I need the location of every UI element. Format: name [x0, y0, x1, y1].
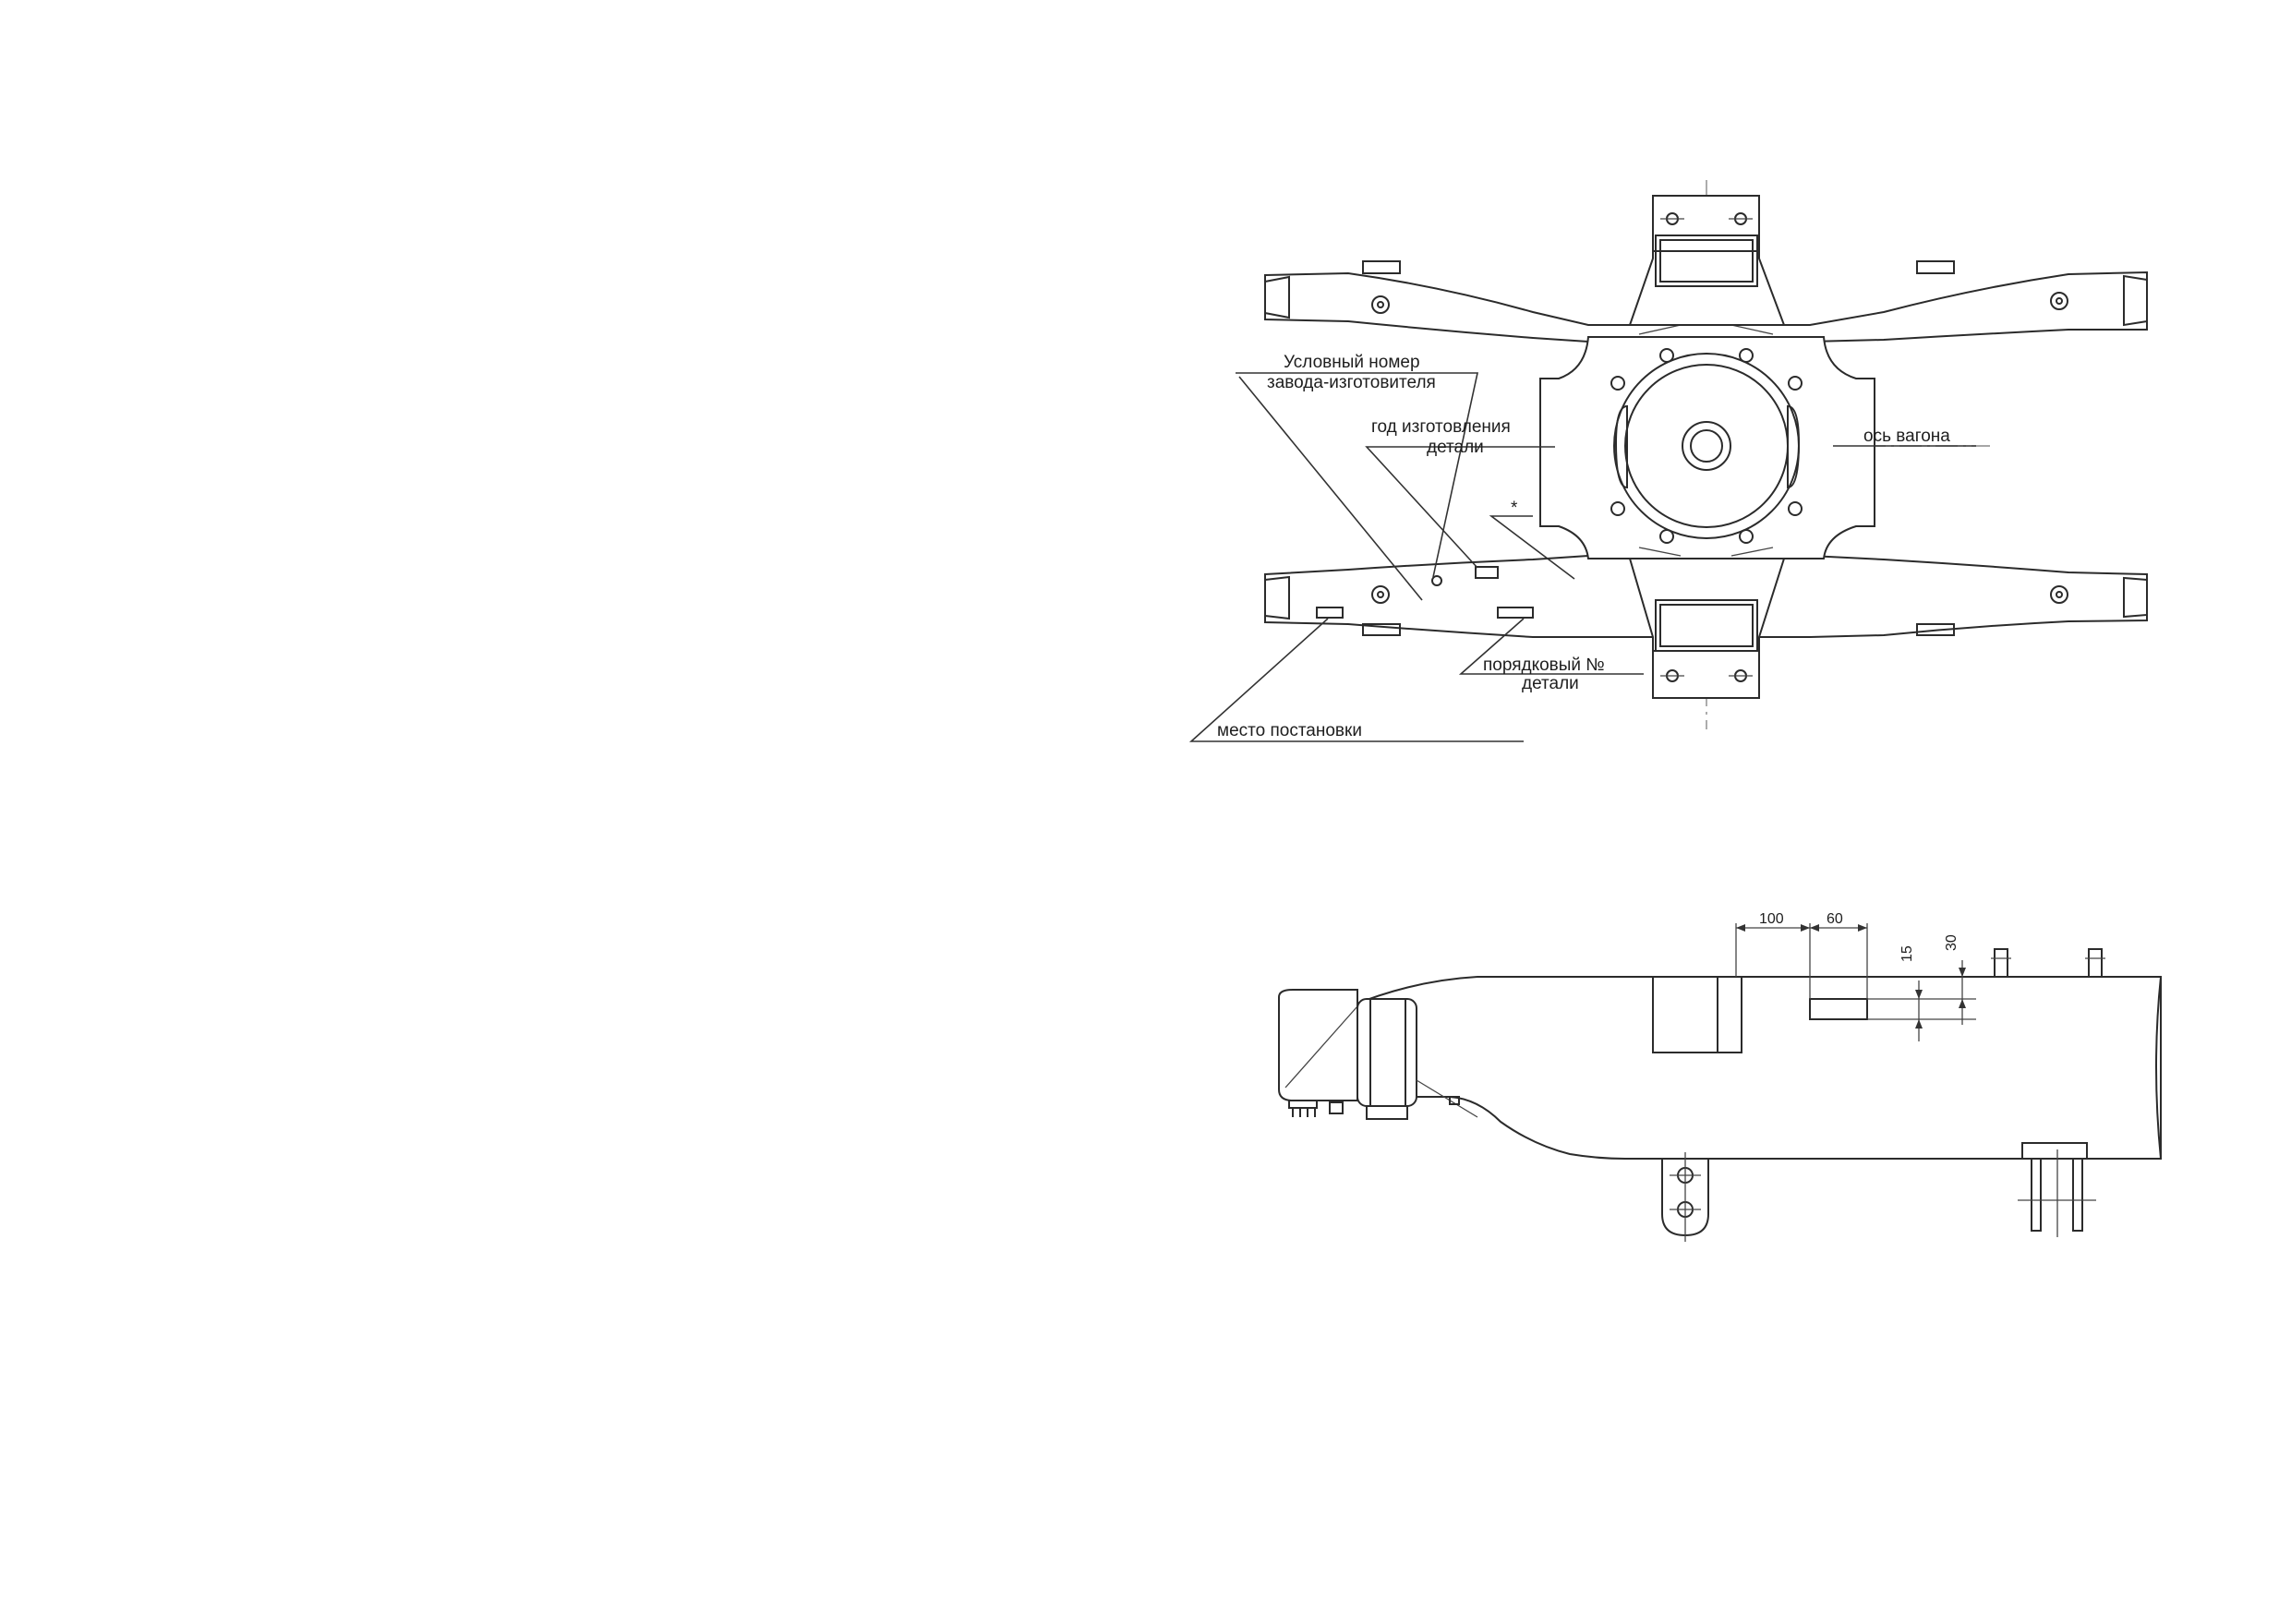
bottom-lug: [1661, 1152, 1709, 1242]
top-bracket: [1628, 195, 1786, 326]
center-bowl-outer: [1613, 353, 1800, 539]
serial-label-2: детали: [1522, 674, 1579, 693]
year-label-1: год изготовления: [1371, 417, 1511, 437]
side-recess: [1652, 976, 1742, 1053]
lower-left-pad: [1362, 623, 1401, 636]
lower-right-pad: [1916, 623, 1955, 636]
end-box: [1278, 989, 1478, 1120]
placement-label: место постановки: [1217, 721, 1362, 740]
placement-leader: [1188, 618, 1524, 742]
asterisk-label: *: [1511, 499, 1518, 518]
year-leader: [1365, 446, 1555, 569]
lower-right-hole: [2050, 585, 2068, 604]
central-body: [1539, 336, 1875, 559]
beam-break-line: [2155, 976, 2162, 1160]
manufacturer-mark-spot: [1431, 575, 1442, 586]
upper-left-pad: [1362, 260, 1401, 274]
bottom-legs: [2018, 1142, 2096, 1237]
marking-area: [1809, 998, 1868, 1020]
upper-arm-right-end: [2123, 274, 2148, 327]
upper-left-hole-core: [1377, 301, 1384, 308]
dimension-60: 60: [1827, 911, 1843, 927]
lower-right-hole-core: [2056, 591, 2063, 598]
top-stud-1: [1994, 948, 2008, 978]
manufacturer-code-label-1: Условный номер: [1284, 353, 1420, 372]
serial-mark-box: [1497, 607, 1534, 619]
top-stud-2: [2088, 948, 2103, 978]
top-view-labels: Условный номер завода-изготовителя год и…: [1188, 353, 1976, 742]
side-beam-outline: [1348, 976, 2162, 1160]
dimension-100: 100: [1759, 911, 1784, 927]
lower-left-hole: [1371, 585, 1390, 604]
upper-arm-left-end: [1264, 275, 1290, 319]
manufacturer-code-label-2: завода-изготовителя: [1267, 373, 1436, 392]
dimension-15: 15: [1899, 945, 1915, 962]
horizontal-dimension-arrows: [1736, 924, 1867, 932]
body-fillets: [1638, 324, 1774, 557]
year-mark-box: [1475, 566, 1499, 579]
top-view-drawing: [1264, 180, 2148, 729]
manufacturer-leader-1: [1236, 372, 1478, 578]
side-view-dimensions: 100 60 15 30: [1735, 911, 1976, 1041]
dimension-30: 30: [1944, 934, 1959, 951]
serial-leader: [1458, 618, 1644, 675]
lower-arm-right-end: [2123, 576, 2148, 619]
serial-label-1: порядковый №: [1483, 656, 1605, 675]
side-view-drawing: [1278, 948, 2162, 1242]
car-axis-label: ось вагона: [1863, 427, 1950, 446]
year-label-2: детали: [1427, 438, 1484, 457]
body-bolt-holes: [1610, 348, 1803, 544]
upper-left-hole: [1371, 295, 1390, 314]
upper-right-hole-core: [2056, 297, 2063, 305]
kingpin-hole-outer: [1682, 421, 1731, 471]
upper-arm-outline: [1264, 271, 2148, 343]
lower-arm-left-end: [1264, 575, 1290, 620]
kingpin-hole-inner: [1690, 429, 1723, 463]
manufacturer-leader-2: [1238, 376, 1423, 601]
placement-mark-box: [1316, 607, 1344, 619]
lower-left-hole-core: [1377, 591, 1384, 598]
upper-right-hole: [2050, 292, 2068, 310]
bottom-bracket: [1628, 558, 1786, 699]
center-bowl-inner: [1624, 364, 1789, 528]
asterisk-leader: [1489, 515, 1575, 580]
upper-right-pad: [1916, 260, 1955, 274]
